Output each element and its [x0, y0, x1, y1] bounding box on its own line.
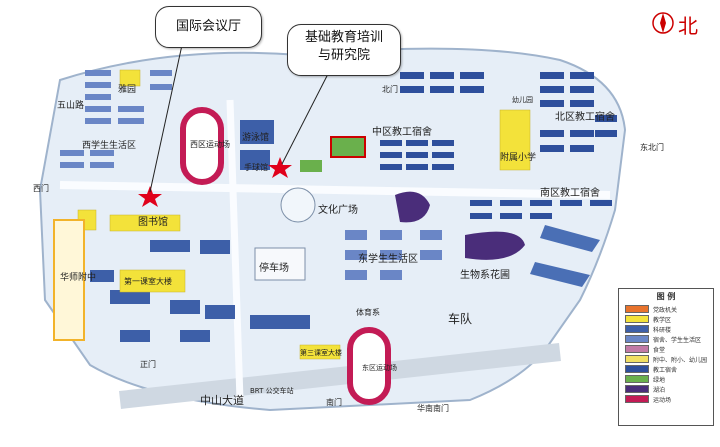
legend-item: 教工宿舍 — [625, 364, 713, 374]
legend-label: 宿舍、学生生活区 — [653, 336, 702, 344]
legend-item: 宿舍、学生生活区 — [625, 334, 713, 344]
label-west-student: 西学生生活区 — [82, 139, 136, 151]
legend-swatch — [625, 335, 649, 343]
label-wuyi-road: 五山路 — [57, 99, 84, 111]
label-high-school: 华师附中 — [60, 271, 96, 283]
legend-label: 科研楼 — [653, 326, 672, 334]
conference-hall-callout: 国际会议厅 — [155, 6, 262, 48]
label-sports-dept: 体育系 — [356, 307, 380, 317]
label-north-gate: 北门 — [382, 84, 398, 94]
parking-lot — [254, 247, 306, 281]
label-parking: 停车场 — [259, 261, 289, 274]
legend-label: 湖泊 — [653, 386, 666, 394]
education-institute-line2: 与研究院 — [317, 48, 370, 63]
education-institute-callout: 基础教育培训 与研究院 — [287, 24, 401, 76]
legend-swatch — [625, 305, 649, 313]
north-compass: 北 — [652, 10, 712, 38]
education-institute-marker — [268, 157, 292, 178]
teaching-zone — [77, 69, 531, 360]
legend-swatch — [625, 345, 649, 353]
label-zhengmen: 正门 — [140, 359, 156, 369]
label-east-field: 东区运动场 — [362, 363, 397, 372]
high-school-area — [53, 219, 85, 341]
map-legend: 图 例 党政机关教学区科研楼宿舍、学生生活区食堂附中、附小、幼儿园教工宿舍绿地湖… — [618, 288, 714, 426]
label-yayuan: 雅园 — [118, 83, 136, 95]
legend-label: 教学区 — [653, 316, 672, 324]
green-areas — [300, 136, 366, 172]
legend-item: 附中、附小、幼儿园 — [625, 354, 713, 364]
legend-swatch — [625, 355, 649, 363]
legend-swatch — [625, 385, 649, 393]
legend-label: 食堂 — [653, 346, 666, 354]
education-institute-line1: 基础教育培训 — [304, 30, 383, 45]
label-culture-square: 文化广场 — [318, 203, 358, 216]
legend-title: 图 例 — [656, 292, 676, 301]
label-first-building: 第一课室大楼 — [124, 276, 172, 286]
teaching-buildings — [90, 120, 310, 342]
label-zhongshan-road: 中山大道 — [200, 393, 244, 407]
conference-hall-text: 国际会议厅 — [175, 19, 241, 34]
label-kindergarten: 幼儿园 — [512, 95, 533, 104]
culture-square-circle — [280, 187, 316, 223]
label-primary: 附属小学 — [500, 151, 536, 163]
legend-label: 运动场 — [653, 396, 672, 404]
east-botanical — [530, 225, 600, 287]
legend-swatch — [625, 375, 649, 383]
zhongshan-road — [119, 343, 561, 409]
compass-label: 北 — [678, 14, 698, 38]
label-bus-stop: BRT 公交车站 — [250, 386, 294, 395]
lakes — [395, 191, 525, 260]
inner-road — [226, 99, 244, 401]
label-east-north-gate: 东北门 — [640, 142, 664, 152]
sports-fields — [180, 107, 391, 405]
institute-pointer — [281, 69, 331, 165]
legend-item: 科研楼 — [625, 324, 713, 334]
label-east-student: 东学生生活区 — [358, 252, 418, 265]
label-bio-garden: 生物系花圃 — [460, 268, 510, 281]
label-huanan-south-gate: 华南南门 — [417, 403, 449, 413]
label-third-building: 第三课室大楼 — [300, 348, 342, 357]
legend-item: 运动场 — [625, 394, 713, 404]
legend-label: 党政机关 — [653, 306, 678, 314]
label-south-staff: 南区教工宿舍 — [540, 186, 600, 199]
legend-item: 湖泊 — [625, 384, 713, 394]
label-middle-staff: 中区教工宿舍 — [372, 125, 432, 138]
label-south-gate: 南门 — [326, 397, 342, 407]
legend-label: 附中、附小、幼儿园 — [653, 356, 708, 364]
label-youyong: 游泳馆 — [242, 131, 269, 143]
legend-swatch — [625, 365, 649, 373]
label-library: 图书馆 — [138, 215, 168, 228]
label-west-gate: 西门 — [33, 183, 49, 193]
legend-item: 食堂 — [625, 344, 713, 354]
legend-label: 教工宿舍 — [653, 366, 678, 374]
north-staff-buildings — [380, 72, 617, 219]
legend-item: 教学区 — [625, 314, 713, 324]
legend-label: 绿地 — [653, 376, 666, 384]
legend-item: 党政机关 — [625, 304, 713, 314]
legend-swatch — [625, 395, 649, 403]
conference-hall-marker — [138, 186, 162, 207]
legend-item: 绿地 — [625, 374, 713, 384]
conference-pointer — [149, 44, 183, 193]
label-north-staff: 北区教工宿舍 — [555, 110, 615, 123]
label-shouqiu: 手球馆 — [244, 162, 268, 172]
label-motorcade: 车队 — [448, 311, 472, 326]
west-dorm-buildings — [60, 70, 442, 280]
compass-icon — [652, 12, 674, 34]
legend-swatch — [625, 315, 649, 323]
label-west-field: 西区运动场 — [190, 139, 230, 149]
legend-swatch — [625, 325, 649, 333]
